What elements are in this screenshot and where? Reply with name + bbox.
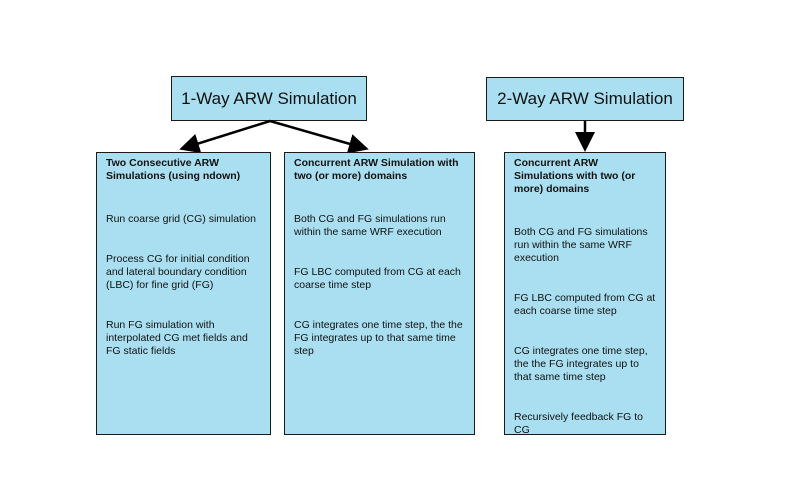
one-way-title: 1-Way ARW Simulation xyxy=(181,88,357,108)
one-way-left-item-2: Process CG for initial condition and lat… xyxy=(106,253,250,291)
two-way-box: Concurrent ARW Simulations with two (or … xyxy=(504,152,666,436)
two-way-item-4: Recursively feedback FG to CG xyxy=(514,411,643,436)
one-way-right-heading: Concurrent ARW Simulation with two (or m… xyxy=(294,157,459,182)
one-way-left-box: Two Consecutive ARW Simulations (using n… xyxy=(96,152,271,435)
arrow-to-left-box xyxy=(179,119,271,154)
one-way-right-item-2: FG LBC computed from CG at each coarse t… xyxy=(294,266,461,291)
two-way-item-2: FG LBC computed from CG at each coarse t… xyxy=(514,292,656,317)
one-way-left-item-1: Run coarse grid (CG) simulation xyxy=(106,213,256,225)
one-way-left-item-3: Run FG simulation with interpolated CG m… xyxy=(106,319,248,357)
two-way-item-1: Both CG and FG simulations run within th… xyxy=(514,226,648,264)
one-way-right-item-3: CG integrates one time step, the the FG … xyxy=(294,319,463,357)
one-way-right-item-1: Both CG and FG simulations run within th… xyxy=(294,213,446,238)
one-way-title-box: 1-Way ARW Simulation xyxy=(171,76,367,121)
arrow-to-right-box xyxy=(269,119,369,154)
two-way-item-3: CG integrates one time step, the the FG … xyxy=(514,345,648,383)
one-way-left-heading: Two Consecutive ARW Simulations (using n… xyxy=(106,157,241,182)
two-way-title: 2-Way ARW Simulation xyxy=(497,89,673,108)
one-way-right-box: Concurrent ARW Simulation with two (or m… xyxy=(284,152,475,435)
two-way-heading: Concurrent ARW Simulations with two (or … xyxy=(514,157,636,195)
two-way-title-box: 2-Way ARW Simulation xyxy=(486,77,684,121)
